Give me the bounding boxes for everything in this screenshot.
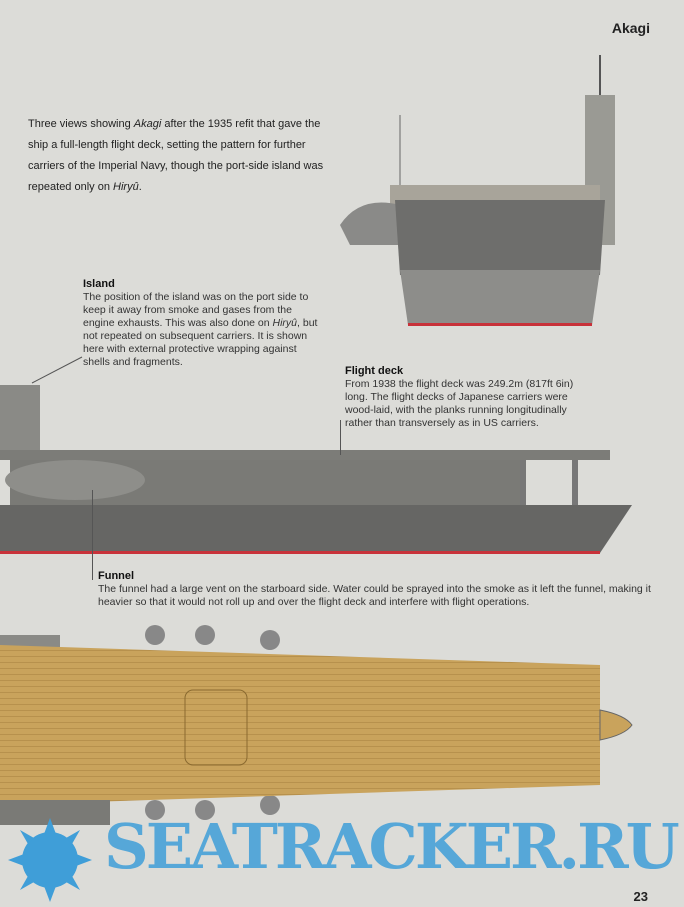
watermark-text: SEATRACKER.RU bbox=[104, 810, 680, 883]
flight-deck-leader-line bbox=[340, 420, 341, 455]
watermark-sun-logo bbox=[8, 818, 92, 902]
ship-name: Hiryû bbox=[113, 181, 139, 193]
callout-text: , but not repeated on subsequent carrier… bbox=[83, 317, 318, 368]
island-callout: Island The position of the island was on… bbox=[83, 278, 318, 369]
island-leader-line bbox=[31, 356, 83, 384]
plan-view-illustration bbox=[0, 625, 633, 825]
intro-caption: Three views showing Akagi after the 1935… bbox=[28, 114, 338, 198]
funnel-leader-line bbox=[92, 490, 93, 580]
callout-text: The funnel had a large vent on the starb… bbox=[98, 583, 651, 608]
funnel-callout: Funnel The funnel had a large vent on th… bbox=[98, 570, 658, 609]
bow-view-illustration bbox=[340, 55, 615, 326]
running-title: Akagi bbox=[611, 20, 650, 36]
callout-title: Flight deck bbox=[345, 365, 404, 377]
ship-name: Hiryû bbox=[272, 317, 298, 329]
intro-text: Three views showing bbox=[28, 118, 134, 130]
page-number: 23 bbox=[633, 889, 648, 904]
flight-deck-callout: Flight deck From 1938 the flight deck wa… bbox=[345, 365, 595, 430]
callout-text: From 1938 the flight deck was 249.2m (81… bbox=[345, 378, 574, 429]
callout-title: Funnel bbox=[98, 570, 135, 582]
ship-name: Akagi bbox=[133, 118, 162, 130]
callout-title: Island bbox=[83, 278, 115, 290]
side-profile-illustration bbox=[0, 385, 632, 554]
callout-text: The position of the island was on the po… bbox=[83, 291, 309, 329]
intro-text: . bbox=[138, 181, 142, 193]
intro-text: after the 1935 refit that gave the ship … bbox=[28, 118, 324, 193]
